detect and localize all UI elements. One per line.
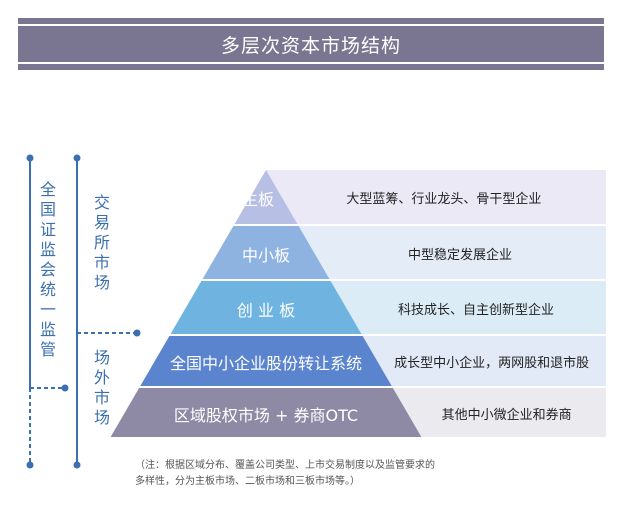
tier-label: 区域股权市场 + 券商OTC	[173, 405, 359, 425]
description-band	[298, 226, 606, 279]
tier-description: 大型蓝筹、行业龙头、骨干型企业	[346, 192, 542, 207]
regulator-link-dot	[61, 384, 69, 392]
description-band	[330, 281, 606, 334]
description-band	[392, 388, 606, 437]
pyramid-tier	[140, 336, 392, 386]
market-divider-dot	[133, 329, 141, 337]
exchange-market-label: 交易所市场	[93, 193, 110, 292]
tier-description: 成长型中小企业，两网股和退市股	[394, 356, 590, 371]
regulator-bracket-dot-bottom	[26, 461, 34, 469]
tier-label: 全国中小企业股份转让系统	[169, 354, 362, 373]
tier-label: 创 业 板	[236, 300, 296, 320]
description-band	[362, 336, 606, 386]
pyramid-tier	[202, 226, 330, 279]
market-bracket-dot-top	[73, 154, 81, 162]
tier-label: 主板	[241, 190, 274, 209]
description-band	[266, 170, 606, 224]
tier-description: 科技成长、自主创新型企业	[398, 302, 555, 318]
regulator-label: 全国证监会统一监管	[39, 180, 56, 359]
regulator-bracket-dot-top	[26, 154, 34, 162]
tier-label: 中小板	[241, 245, 290, 265]
left-brackets	[26, 154, 141, 469]
page-title: 多层次资本市场结构	[18, 18, 604, 70]
pyramid-tier	[110, 388, 422, 437]
otc-market-label: 场外市场	[93, 348, 110, 427]
footnote: （注：根据区域分布、覆盖公司类型、上市交易制度以及监管要求的多样性，分为主板市场…	[135, 460, 435, 487]
description-bands	[266, 170, 606, 437]
tier-description: 其他中小微企业和券商	[441, 407, 572, 423]
tier-description: 中型稳定发展企业	[407, 247, 512, 263]
pyramid-tier	[170, 281, 362, 334]
pyramid	[110, 170, 422, 437]
pyramid-tier	[234, 170, 298, 224]
market-bracket-dot-bottom	[73, 461, 81, 469]
